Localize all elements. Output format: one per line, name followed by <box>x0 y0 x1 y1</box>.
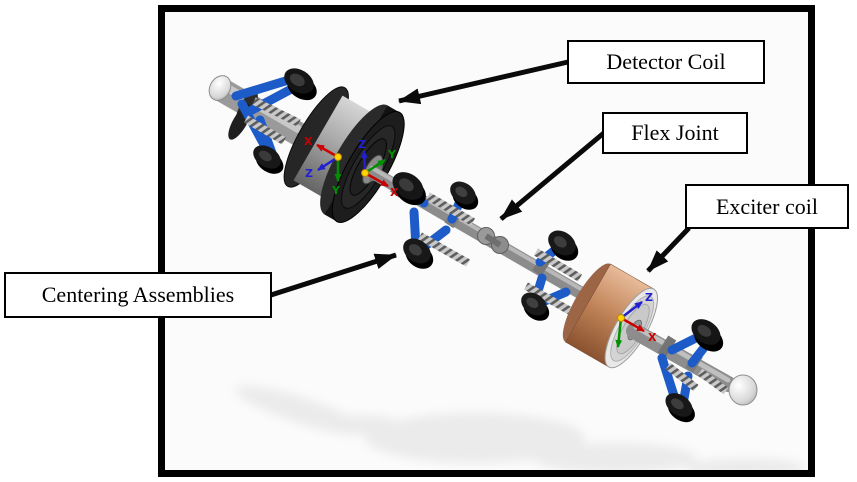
wheel-graphic <box>691 319 724 352</box>
wheel-graphic <box>665 393 695 423</box>
wheel-graphic <box>284 68 317 101</box>
springs <box>418 192 583 316</box>
tail-dome <box>728 374 758 406</box>
detector-coil-label: Detector Coil <box>567 40 765 84</box>
axis-z-label: Z <box>358 138 366 151</box>
axis-z-label: Z <box>645 291 653 304</box>
wheel-graphic <box>392 172 426 206</box>
axis-x-label: X <box>390 186 399 199</box>
axis-triad-detector-face: Z Y X <box>358 138 399 199</box>
axis-y-label: Y <box>331 184 341 197</box>
centering-assemblies-label-text: Centering Assemblies <box>41 282 235 307</box>
nose-cap <box>208 75 232 101</box>
flex-joint-label-text: Flex Joint <box>631 120 719 145</box>
exciter-coil-label: Exciter coil <box>685 184 849 229</box>
axis-x-label: X <box>648 331 657 344</box>
axis-triad-exciter: Z X <box>615 291 657 348</box>
flex-joint-label: Flex Joint <box>602 112 748 154</box>
centering-assemblies-label: Centering Assemblies <box>4 272 272 318</box>
wheel-graphic <box>253 145 284 174</box>
wheel-graphic <box>403 238 434 269</box>
springs <box>665 362 729 395</box>
springs <box>243 97 301 145</box>
axis-triad-detector-drum: X Z Y <box>304 135 342 197</box>
tail-assembly-graphic <box>626 319 758 423</box>
left-centering-assembly-graphic <box>208 68 317 174</box>
axis-x-label: X <box>304 135 313 148</box>
detector-coil-label-text: Detector Coil <box>606 49 726 74</box>
axis-y-label: Y <box>387 148 397 161</box>
exciter-coil-label-text: Exciter coil <box>715 193 818 219</box>
flex-joint-arrow <box>499 130 607 221</box>
axis-z-label: Z <box>305 167 313 180</box>
detector-coil-arrow <box>398 59 569 105</box>
exciter-coil-arrow <box>646 226 691 273</box>
wheel-graphic <box>548 230 579 261</box>
flex-joint-graphic <box>477 227 509 254</box>
middle-assembly-graphic <box>365 165 619 321</box>
detector-coil-graphic <box>283 86 405 223</box>
wheel-graphic <box>521 292 550 321</box>
wheel-graphic <box>450 181 479 210</box>
floor-shadow <box>235 385 805 470</box>
centering-assemblies-arrow <box>270 252 397 298</box>
